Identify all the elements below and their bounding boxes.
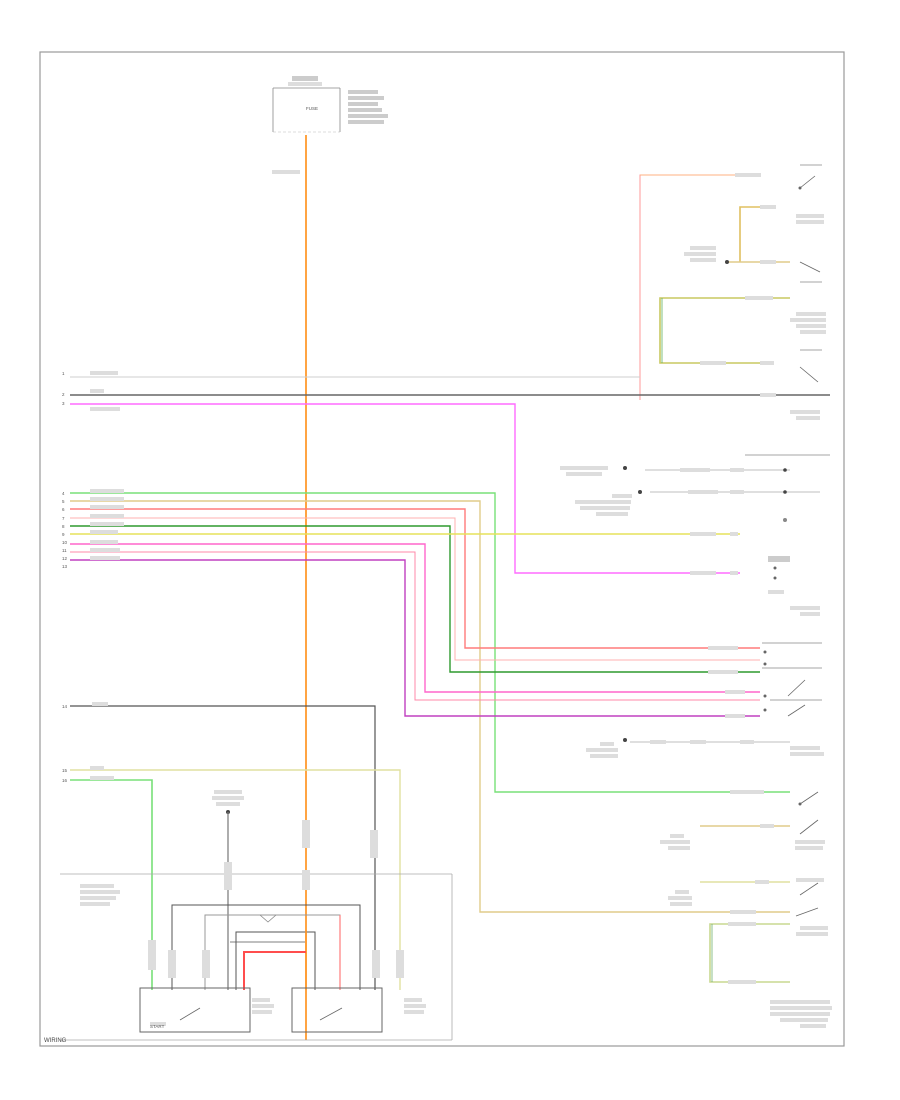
- svg-text:11: 11: [62, 548, 67, 553]
- harness-row-black: 2: [62, 389, 830, 420]
- diagram-frame: [39, 51, 845, 1047]
- start-label: START: [150, 1024, 165, 1029]
- svg-text:6: 6: [62, 507, 65, 512]
- svg-text:12: 12: [62, 556, 68, 561]
- lower-right-switches: [660, 790, 832, 1028]
- fuse-label: FUSE: [306, 106, 318, 111]
- svg-text:8: 8: [62, 524, 65, 529]
- svg-text:2: 2: [62, 392, 65, 397]
- svg-text:10: 10: [62, 540, 68, 545]
- upper-right-switches: [639, 164, 826, 400]
- svg-text:13: 13: [62, 564, 68, 569]
- harness-row-gray-1: 1: [62, 371, 640, 378]
- harness-group-main: 4 5 6 7 8 9 10 11 12 13: [62, 489, 790, 913]
- bottom-left-feeds: 14 15 16: [62, 702, 401, 990]
- svg-text:7: 7: [62, 516, 65, 521]
- svg-text:9: 9: [62, 532, 65, 537]
- svg-text:16: 16: [62, 778, 68, 783]
- harness-row-pink: 3: [62, 401, 740, 574]
- svg-text:3: 3: [62, 401, 65, 406]
- svg-text:5: 5: [62, 499, 65, 504]
- footer-label: WIRING: [44, 1038, 67, 1044]
- svg-text:14: 14: [62, 704, 68, 709]
- svg-text:15: 15: [62, 768, 68, 773]
- svg-text:4: 4: [62, 491, 65, 496]
- control-module: START: [60, 820, 453, 1041]
- fuse-block: FUSE: [272, 76, 388, 133]
- ground-point: [212, 790, 244, 990]
- svg-text:1: 1: [62, 371, 65, 376]
- middle-right-devices: [560, 454, 830, 758]
